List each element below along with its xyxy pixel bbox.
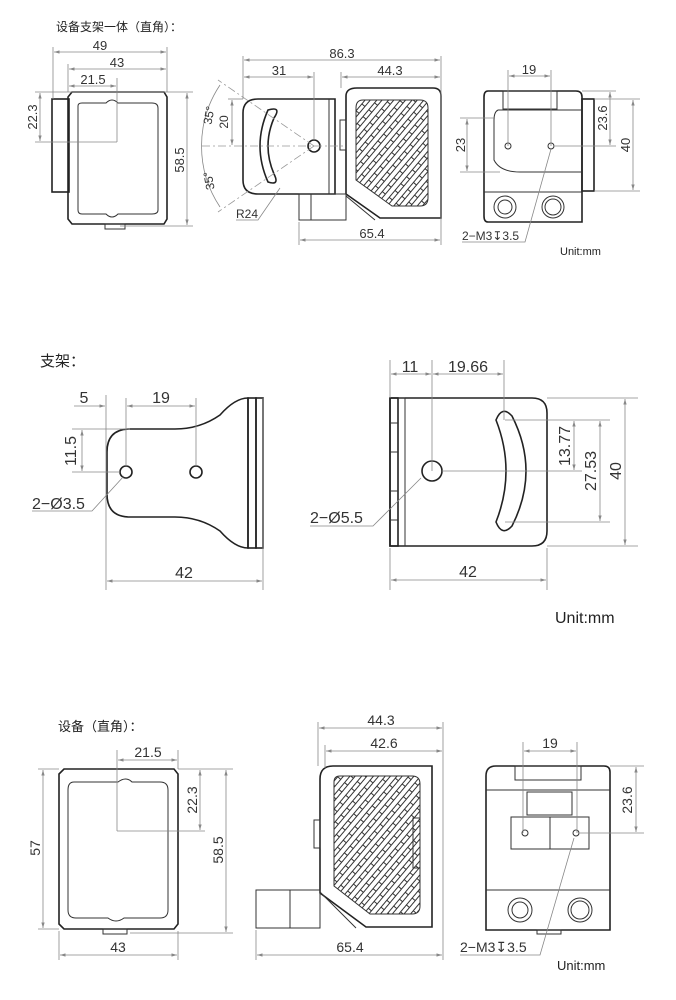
dim-27-53: 27.53: [583, 451, 600, 491]
unit-label-device: Unit:mm: [557, 958, 606, 973]
dim-23-6: 23.6: [595, 105, 610, 130]
hole-label: 2−Ø5.5: [310, 510, 363, 527]
unit-label-bracket: Unit:mm: [555, 610, 615, 627]
dim-42: 42: [175, 565, 193, 582]
assembly-back-view: 19 23 23.6 40 2−M3↧3.5: [453, 62, 640, 243]
dim-44-3: 44.3: [367, 712, 394, 728]
dim-22-3: 22.3: [184, 786, 200, 813]
device-side-view: 44.3 42.6 65.4: [255, 712, 444, 960]
unit-label-assembly: Unit:mm: [560, 246, 601, 258]
dim-40: 40: [608, 462, 625, 480]
dim-5: 5: [80, 390, 89, 407]
dim-58-5: 58.5: [210, 836, 226, 863]
dim-40: 40: [618, 138, 633, 152]
assembly-front-view: 49 43 21.5 22.3 58.5: [25, 38, 193, 230]
angle-top: 35°: [201, 105, 218, 125]
dim-21-5: 21.5: [134, 744, 161, 760]
dim-86-3: 86.3: [329, 46, 354, 61]
dim-49: 49: [93, 38, 107, 53]
dim-19-66: 19.66: [448, 359, 488, 376]
angle-bottom: 35°: [201, 170, 218, 191]
dim-42: 42: [459, 564, 477, 581]
device-back-view: 19 23.6 2−M3↧3.5: [460, 735, 644, 956]
dim-44-3: 44.3: [377, 63, 402, 78]
section-title-device: 设备（直角）：: [58, 720, 143, 735]
dim-43: 43: [110, 939, 126, 955]
dim-58-5: 58.5: [172, 147, 187, 172]
dim-57: 57: [27, 840, 43, 856]
radius-r24: R24: [236, 207, 258, 221]
dim-11-5: 11.5: [63, 436, 80, 466]
hole-label: 2−Ø3.5: [32, 496, 85, 513]
dim-22-3: 22.3: [25, 104, 40, 129]
thread-label: 2−M3↧3.5: [460, 939, 527, 955]
bracket-left-view: 5 19 11.5 2−Ø3.5 42: [32, 390, 264, 590]
dim-21-5: 21.5: [80, 72, 105, 87]
dim-20: 20: [217, 115, 231, 129]
dim-43: 43: [110, 55, 124, 70]
dim-23-6: 23.6: [619, 786, 635, 813]
assembly-side-view: 86.3 31 44.3 35° 20 35° R24 65.4: [201, 46, 442, 245]
thread-label: 2−M3↧3.5: [462, 229, 519, 243]
dim-13-77: 13.77: [557, 426, 574, 466]
device-front-view: 21.5 22.3 57 58.5 43: [27, 744, 233, 960]
section-title-bracket: 支架：: [40, 352, 86, 370]
section-title-assembly: 设备支架一体（直角）：: [56, 20, 183, 34]
dim-65-4: 65.4: [359, 226, 384, 241]
dim-19: 19: [522, 62, 536, 77]
dim-19: 19: [152, 390, 170, 407]
dim-19: 19: [542, 735, 558, 751]
dim-11: 11: [402, 359, 419, 376]
dim-31: 31: [272, 63, 286, 78]
dim-42-6: 42.6: [370, 735, 397, 751]
dim-23: 23: [453, 138, 468, 152]
bracket-right-view: 11 19.66 13.77 27.53 40 2−Ø5.5 42: [310, 359, 638, 590]
dim-65-4: 65.4: [336, 939, 363, 955]
